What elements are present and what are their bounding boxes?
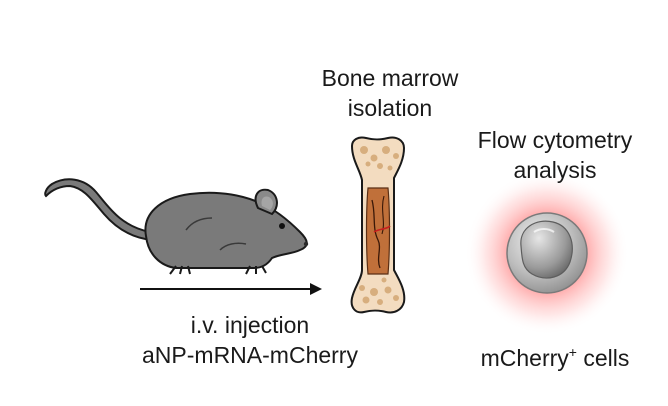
cell-icon — [465, 171, 629, 335]
bone-marrow-line1: Bone marrow — [321, 65, 459, 91]
flow-line1: Flow cytometry — [477, 127, 633, 153]
mouse-icon — [44, 178, 309, 275]
flow-line2: analysis — [513, 157, 597, 183]
injection-line1: i.v. injection — [190, 312, 310, 338]
cells-superscript: + — [568, 344, 577, 360]
bone-marrow-isolation-label: Bone marrow isolation — [285, 63, 495, 123]
bone-icon — [350, 136, 406, 314]
bone-marrow-line2: isolation — [347, 95, 433, 121]
injection-label: i.v. injection aNP-mRNA-mCherry — [120, 310, 380, 370]
mcherry-cells-label: mCherry+ cells — [445, 343, 665, 373]
arrow-icon — [140, 283, 322, 295]
injection-line2: aNP-mRNA-mCherry — [142, 342, 358, 368]
flow-cytometry-label: Flow cytometry analysis — [445, 125, 665, 185]
cells-main-text: mCherry — [480, 345, 569, 371]
cells-tail-text: cells — [576, 345, 630, 371]
